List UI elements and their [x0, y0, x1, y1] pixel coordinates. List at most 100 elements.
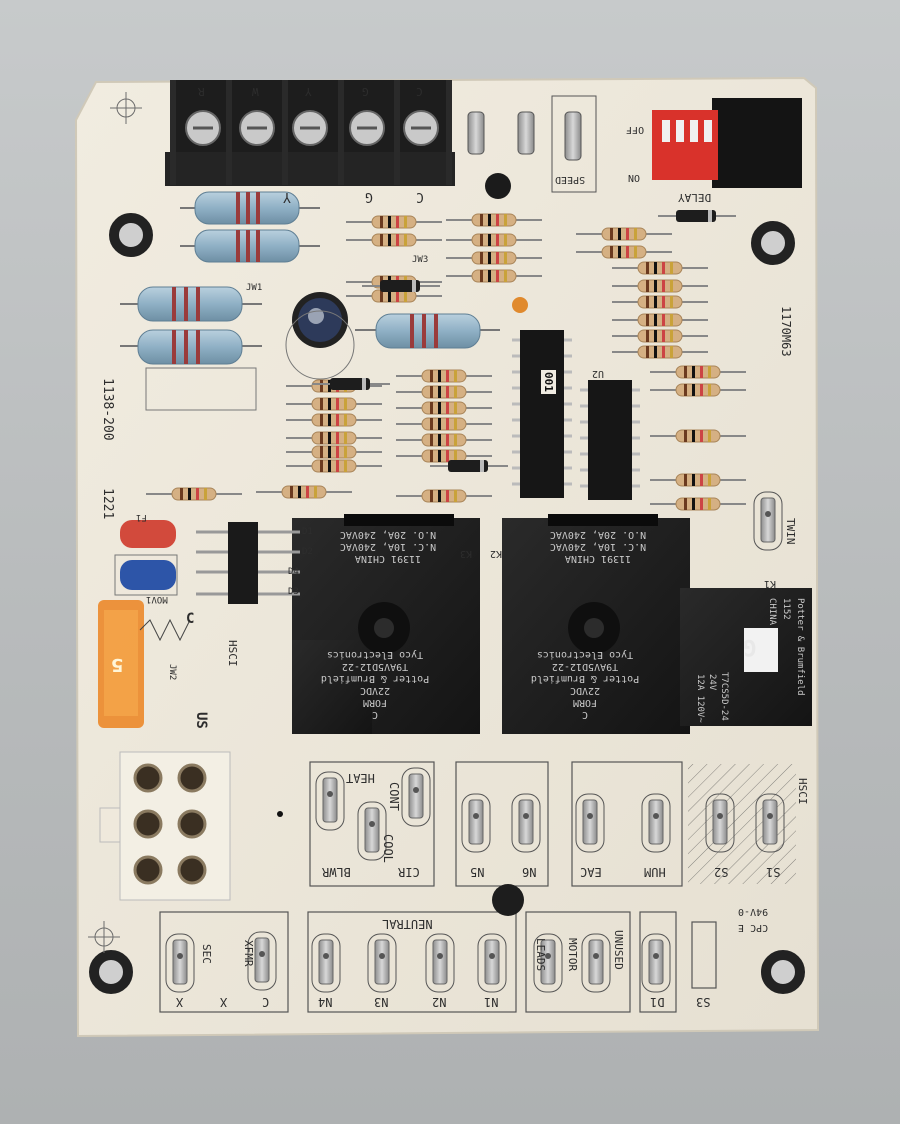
qc-label-motor: MOTOR	[566, 938, 579, 972]
resistor	[576, 245, 672, 259]
quick-connect-terminal	[575, 793, 605, 853]
quick-connect-terminal	[247, 931, 277, 991]
relay-k2-lot: 11391 CHINA	[564, 553, 632, 564]
diode	[658, 210, 736, 222]
qc-label-eac: EAC	[580, 865, 602, 879]
resistor	[576, 227, 672, 241]
quick-connect-terminal	[461, 793, 491, 853]
resistor	[396, 489, 492, 503]
hsci-label-2: HSCI	[796, 778, 809, 805]
quick-connect-terminal	[367, 933, 397, 993]
resistor	[446, 213, 542, 227]
relay-k1-spec2: 12A 120V~	[695, 674, 705, 723]
qc-label-n3: N3	[374, 995, 389, 1009]
qc-label-s3: S3	[696, 995, 711, 1009]
diode-label-d4: D4	[288, 567, 299, 577]
resistor	[650, 497, 746, 511]
relay-k1-date: 1152	[781, 598, 791, 620]
diode-label-d2: D2	[302, 547, 313, 557]
qc-label-n6: N6	[522, 865, 537, 879]
qc-label-heat: HEAT	[346, 771, 375, 785]
relay-k2-coil: 22VDC	[569, 685, 601, 696]
relay-k3-rating-nc: N.C. 10A, 240VAC	[339, 541, 437, 552]
resistor	[396, 369, 492, 383]
silk-label-y: Y	[283, 189, 291, 204]
quick-connect-terminal	[581, 933, 611, 993]
resistor	[346, 215, 442, 229]
resistor	[146, 487, 242, 501]
quick-connect-terminal	[315, 771, 345, 831]
terminal-label-c: C	[416, 85, 423, 98]
diode	[362, 280, 440, 292]
quick-connect-terminal	[641, 933, 671, 993]
resistor	[650, 383, 746, 397]
fuse-designator: F1	[136, 512, 147, 522]
relay-k3-coil: 22VDC	[359, 685, 391, 696]
silk-label-g: G	[365, 189, 373, 204]
qc-label-xfmr: XFMR	[242, 940, 255, 967]
resistor	[612, 345, 708, 359]
qc-label-neutral: NEUTRAL	[382, 917, 433, 931]
resistor	[612, 329, 708, 343]
relay-k3-id: K3	[460, 548, 473, 559]
relay-k2-maker1: Potter & Brumfield	[530, 673, 640, 684]
quick-connect-terminal	[165, 933, 195, 993]
twin-label: TWIN	[784, 518, 797, 545]
resistor	[286, 413, 382, 427]
relay-k2-rating-nc: N.C. 10A, 240VAC	[549, 541, 647, 552]
delay-label: DELAY	[678, 191, 712, 204]
resistor	[286, 431, 382, 445]
jw1-label: JW1	[246, 283, 263, 293]
quick-connect-group	[165, 491, 785, 993]
terminal-label-r: R	[198, 85, 205, 98]
resistor	[650, 365, 746, 379]
quick-connect-terminal	[705, 793, 735, 853]
quick-connect-terminal	[533, 933, 563, 993]
mounting-hole	[89, 213, 805, 994]
qc-label-x1: X	[176, 995, 184, 1009]
relay-k1-origin: CHINA	[767, 598, 777, 626]
quick-connect-terminal	[753, 491, 783, 551]
quick-connect-terminal	[425, 933, 455, 993]
terminal-label-y: Y	[305, 85, 312, 98]
quick-connect-terminal	[357, 801, 387, 861]
relay-k2-form: FORM	[572, 697, 598, 708]
quick-connect-terminal	[511, 793, 541, 853]
resistor	[446, 269, 542, 283]
relay-k1-id: K1	[764, 578, 777, 589]
qc-label-blwr: BLWR	[322, 865, 351, 879]
resistor	[612, 295, 708, 309]
resistor	[612, 279, 708, 293]
resistor	[396, 433, 492, 447]
resistor	[446, 251, 542, 265]
resistor	[612, 313, 708, 327]
mov-label: MOV1	[146, 594, 168, 604]
qc-label-n5: N5	[470, 865, 485, 879]
qc-label-hum: HUM	[644, 865, 666, 879]
relay-k3-part: T9AV5D12-22	[341, 661, 409, 672]
relay-k3-bottom-text: C FORM 22VDC Potter & Brumfield T9AV5D12…	[300, 648, 450, 720]
qc-label-n2: N2	[432, 995, 447, 1009]
relay-k2-bottom-text: C FORM 22VDC Potter & Brumfield T9AV5D12…	[510, 648, 660, 720]
resistor	[396, 417, 492, 431]
resistor	[346, 289, 442, 303]
qc-label-d1: D1	[650, 995, 665, 1009]
quick-connect-terminal	[641, 793, 671, 853]
qc-label-x2: X	[220, 995, 228, 1009]
diode-label-d1: D1	[302, 527, 313, 537]
ul-us: US	[193, 712, 209, 729]
board-id-left: 1138-200	[100, 378, 115, 441]
qc-label-sec: SEC	[200, 944, 213, 964]
quick-connect-terminal	[477, 933, 507, 993]
qc-label-s1: S1	[766, 865, 781, 879]
speed-label: SPEED	[555, 174, 586, 185]
diode-label-d3: D3	[288, 587, 299, 597]
resistor	[612, 261, 708, 275]
relay-k1-part: T7CS5D-24	[719, 672, 729, 721]
terminal-label-w: W	[252, 85, 259, 98]
resistor	[446, 233, 542, 247]
hsci-label-1: HSCI	[226, 640, 239, 667]
ic-label: 001	[541, 370, 556, 394]
resistor	[650, 473, 746, 487]
